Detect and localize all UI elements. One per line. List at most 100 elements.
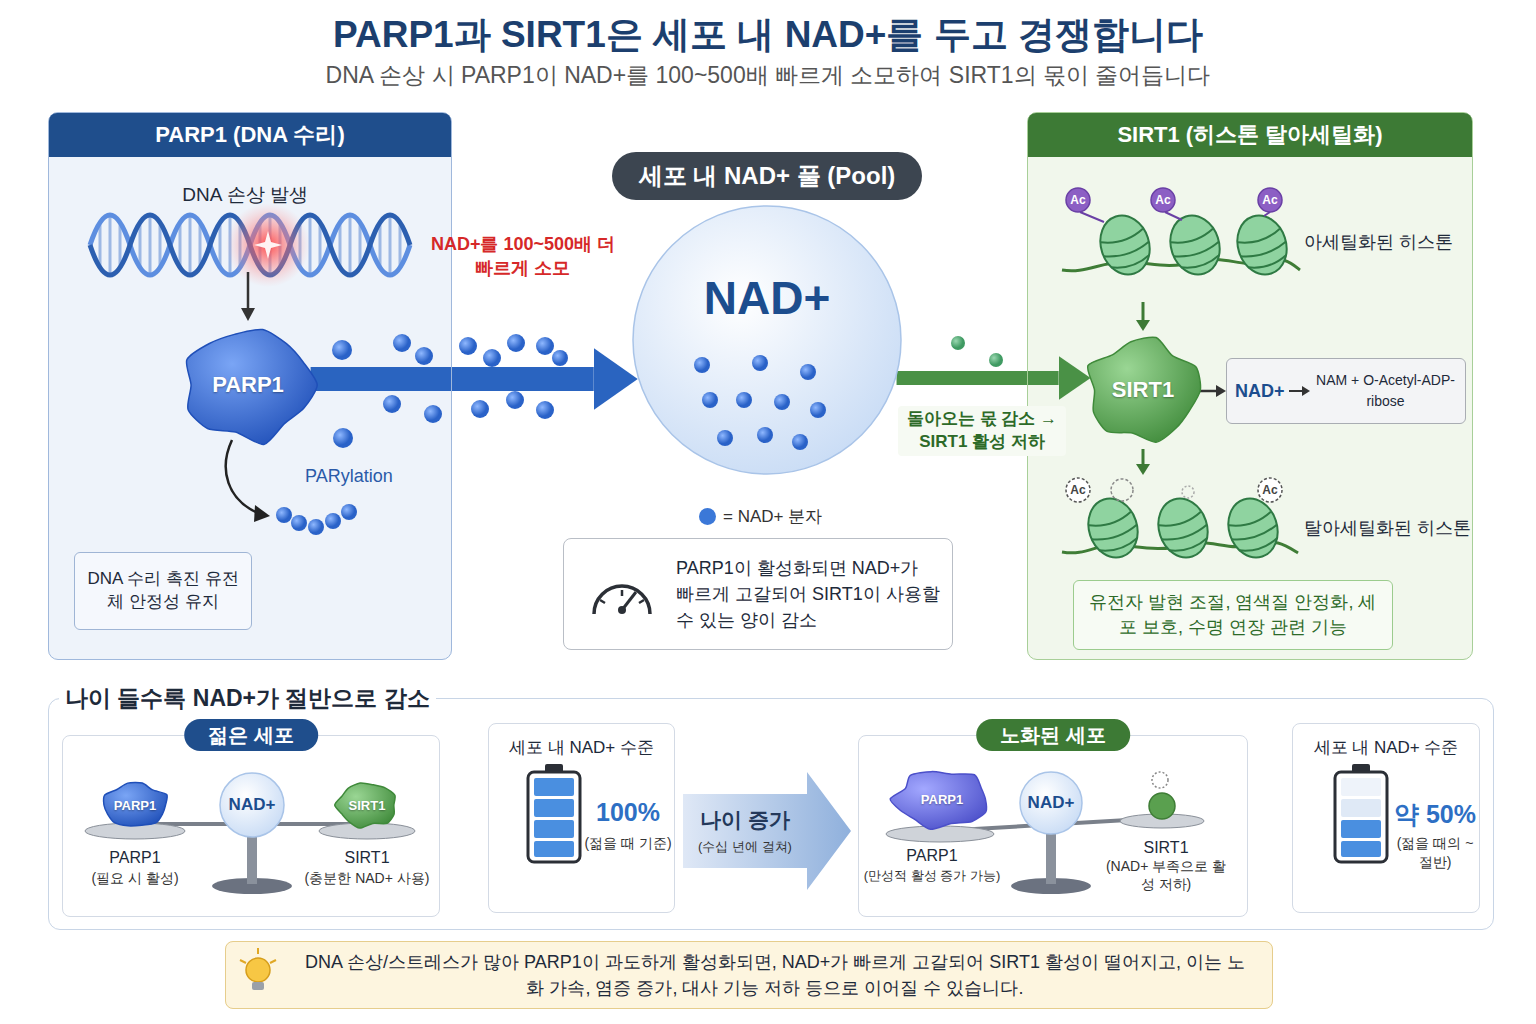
- text-label: Ac: [1070, 483, 1085, 498]
- nad-molecule: [459, 337, 477, 355]
- enzyme-blob: [335, 783, 395, 828]
- node-text: (수십 년에 걸쳐): [698, 838, 792, 856]
- nad-molecule: [424, 405, 442, 423]
- nad-circle-shape: [1020, 772, 1082, 834]
- battery-icon: [1335, 772, 1387, 862]
- parp1-enzyme: PARP1: [100, 781, 170, 829]
- par-chain: [325, 513, 341, 529]
- node-text: 약 50%: [1393, 798, 1477, 831]
- node-text: (젊을 때의 ~절반): [1395, 834, 1475, 872]
- node-text: 세포 내 NAD+ 수준: [1293, 736, 1479, 759]
- flow-arrow: [1136, 464, 1150, 475]
- nad-level-box: 세포 내 NAD+ 수준약 50%(젊을 때의 ~절반): [1292, 723, 1480, 913]
- node-shape: [632, 205, 902, 475]
- node-text: PARP1이 활성화되면 NAD+가 빠르게 고갈되어 SIRT1이 사용할 수…: [676, 555, 940, 633]
- node-text: DNA 수리 촉진 유전체 안정성 유지: [83, 568, 243, 614]
- acetylated-histones: [1258, 188, 1282, 212]
- node-text: DNA 손상/스트레스가 많아 PARP1이 과도하게 활성화되면, NAD+가…: [302, 949, 1248, 1001]
- panel-fill: [225, 941, 1273, 1009]
- note-box: DNA 손상/스트레스가 많아 PARP1이 과도하게 활성화되면, NAD+가…: [225, 941, 1273, 1009]
- enzyme-blob: [186, 329, 317, 444]
- node-text: 유전자 발현 조절, 염색질 안정화, 세포 보호, 수명 연장 관련 기능: [1082, 590, 1384, 640]
- deacetylated-histones: [1151, 492, 1215, 564]
- battery-icon: [528, 764, 580, 862]
- panel-fill: [1027, 112, 1473, 660]
- deacetylated-histones: [1151, 492, 1215, 564]
- deacetylated-histones: [1087, 511, 1142, 556]
- enzyme-blob: [1088, 337, 1201, 442]
- damage-glow: [226, 203, 310, 287]
- acetylated-histones: [1093, 209, 1157, 281]
- nad-molecule: [536, 401, 554, 419]
- deacetylated-histones: [1157, 511, 1212, 556]
- return-dots: [951, 336, 965, 350]
- nad-level-box: 세포 내 NAD+ 수준 100% (젊을 때 기준): [488, 723, 675, 913]
- text-label: 아세틸화된 히스톤: [1304, 231, 1453, 254]
- acetylated-histones: [1093, 209, 1157, 281]
- nad-molecule: [774, 394, 790, 410]
- text-label: SIRT1: [344, 848, 389, 868]
- parylation-arrow: [254, 505, 270, 522]
- flow-arrow: [1142, 449, 1145, 466]
- text-label: PARP1: [109, 848, 160, 868]
- panel-fill: [48, 112, 1473, 1009]
- nad-circle: NAD+: [1019, 771, 1083, 835]
- nad-molecule: [552, 350, 568, 366]
- nad-molecule: [483, 349, 501, 367]
- text-label: 탈아세틸화된 히스톤: [1304, 517, 1471, 540]
- node-text: (젊을 때 기준): [583, 834, 673, 853]
- node-text: NAD+: [229, 795, 276, 815]
- battery-icon: [1341, 778, 1381, 796]
- parylation-arrow: [226, 440, 258, 513]
- sirt1-panel: SIRT1NAD+NAM + O-Acetyl-ADP-ribose유전자 발현…: [1027, 112, 1473, 660]
- acetylated-histones: [1151, 188, 1175, 212]
- reaction-arrow: [1302, 386, 1310, 396]
- age-arrow: 나이 증가(수십 년에 걸쳐): [683, 772, 851, 890]
- legend-swatch: [699, 508, 716, 525]
- battery-icon: [1335, 764, 1387, 862]
- nad-molecule: [393, 334, 411, 352]
- acetylated-histones: [1066, 188, 1090, 212]
- flow-arrow: [1136, 320, 1150, 331]
- damage-glow: [254, 231, 282, 259]
- par-chain: [308, 519, 324, 535]
- diagram-title: PARP1과 SIRT1은 세포 내 NAD+를 두고 경쟁합니다: [0, 10, 1536, 60]
- edge-label: NAD+를 100~500배 더 빠르게 소모: [423, 232, 623, 281]
- nad-circle-shape: [220, 773, 284, 837]
- battery-icon: [1341, 820, 1381, 838]
- text-label: Ac: [1070, 193, 1085, 208]
- damage-arrow: [247, 272, 250, 310]
- node-text: SIRT1 (히스톤 탈아세틸화): [1028, 113, 1472, 157]
- edge-label: 돌아오는 몫 감소 → SIRT1 활성 저하: [898, 406, 1066, 456]
- info-box: PARP1이 활성화되면 NAD+가 빠르게 고갈되어 SIRT1이 사용할 수…: [563, 538, 953, 650]
- node-text: 100%: [583, 798, 673, 827]
- enzyme-blob: [890, 772, 986, 830]
- node-text: SIRT1: [1112, 377, 1174, 403]
- lightbulb-icon: [240, 948, 276, 990]
- node-text: 세포 내 NAD+ 수준: [489, 736, 674, 759]
- nad-circle-shape: [633, 206, 901, 474]
- acetylated-histones: [1230, 209, 1294, 281]
- node-text: 나이 들수록 NAD+가 절반으로 감소: [59, 683, 436, 713]
- par-chain: [276, 504, 357, 535]
- lightbulb-icon: [252, 982, 264, 990]
- battery-icon: [1341, 841, 1381, 857]
- nad-molecule: [736, 392, 752, 408]
- deacetylated-histones: [1081, 492, 1145, 564]
- acetylated-histones: [1169, 228, 1224, 273]
- gauge-icon: [600, 590, 644, 603]
- nad-molecule: [332, 340, 352, 360]
- nad-molecule: [757, 427, 773, 443]
- nad-molecule: [333, 428, 353, 448]
- diagram-subtitle: DNA 손상 시 PARP1이 NAD+를 100~500배 빠르게 소모하여 …: [0, 60, 1536, 91]
- enzyme-blob: [104, 783, 168, 826]
- battery-icon: [528, 772, 580, 862]
- balance-scale: [1152, 772, 1168, 788]
- sirt1-enzyme: SIRT1: [1083, 335, 1203, 445]
- node-text: SIRT1: [349, 798, 386, 813]
- balance-scale: [886, 826, 994, 842]
- reaction-arrow: [1289, 384, 1311, 398]
- acetylated-histones: [1230, 209, 1294, 281]
- gauge-icon: [594, 586, 650, 614]
- function-box: 유전자 발현 조절, 염색질 안정화, 세포 보호, 수명 연장 관련 기능: [1073, 580, 1393, 650]
